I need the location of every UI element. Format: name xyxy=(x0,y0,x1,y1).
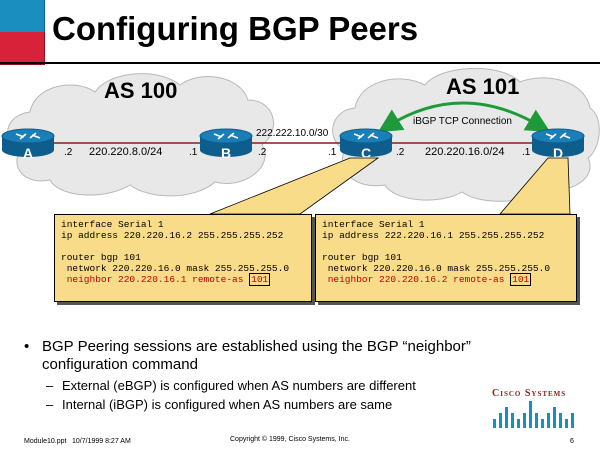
if-c-right: .2 xyxy=(396,147,405,158)
bgp-network-diagram: A B C D xyxy=(1,67,600,214)
header-rule xyxy=(0,62,600,64)
if-b-right: .2 xyxy=(258,147,267,158)
router-icon-a[interactable]: A xyxy=(1,128,55,161)
cloud-icon-as101 xyxy=(332,67,600,202)
double-arrow-icon xyxy=(377,101,551,133)
config-line: interface Serial 1 xyxy=(322,219,425,230)
footer-copyright: Copyright © 1999, Cisco Systems, Inc. xyxy=(230,436,350,443)
ibgp-label: iBGP TCP Connection xyxy=(413,116,512,127)
logo-text: Cisco Systems xyxy=(492,388,567,399)
cloud-icon-as100 xyxy=(7,73,274,197)
sub-bullet-ebgp: External (eBGP) is configured when AS nu… xyxy=(62,378,416,393)
slide-title: Configuring BGP Peers xyxy=(52,10,419,47)
router-label-a: A xyxy=(23,145,33,161)
net-bc: 222.222.10.0/30 xyxy=(256,128,329,139)
footer-file: Module10.ppt xyxy=(24,438,67,445)
router-label-b: B xyxy=(221,145,231,161)
if-b-left: .1 xyxy=(189,147,198,158)
logo-bars xyxy=(493,401,574,428)
config-line: network 220.220.16.0 mask 255.255.255.0 xyxy=(322,263,551,274)
footer-page-number: 6 xyxy=(570,438,574,445)
remote-as-value: 101 xyxy=(249,273,271,286)
router-icon-d[interactable]: D xyxy=(531,128,585,161)
config-line: router bgp 101 xyxy=(61,252,141,263)
config-line-neighbor: neighbor 220.220.16.1 remote-as xyxy=(61,274,250,285)
sub-bullet-ibgp: Internal (iBGP) is configured when AS nu… xyxy=(62,397,393,412)
callout-wedge-right xyxy=(499,157,571,214)
as-label-right: AS 101 xyxy=(446,74,520,99)
config-line: interface Serial 1 xyxy=(61,219,164,230)
bullet-dot: • xyxy=(24,338,30,355)
as-label-left: AS 100 xyxy=(104,78,178,103)
sub-dash: – xyxy=(46,378,54,393)
remote-as-value: 101 xyxy=(510,273,532,286)
if-d: .1 xyxy=(522,147,531,158)
footer-date: 10/7/1999 8:27 AM xyxy=(72,438,131,445)
if-c-left: .1 xyxy=(328,147,337,158)
net-cd: 220.220.16.0/24 xyxy=(425,146,505,158)
cisco-logo-icon: Cisco Systems xyxy=(492,388,582,434)
config-line: network 220.220.16.0 mask 255.255.255.0 xyxy=(61,263,290,274)
router-icon-b[interactable]: B xyxy=(199,128,253,161)
bullet-main: BGP Peering sessions are established usi… xyxy=(42,338,471,373)
callout-wedge-left xyxy=(209,157,380,214)
header-deco-red xyxy=(0,32,45,65)
config-line: router bgp 101 xyxy=(322,252,402,263)
sub-dash: – xyxy=(46,397,54,412)
config-line: ip address 222.220.16.1 255.255.255.252 xyxy=(322,230,545,241)
config-line: ip address 220.220.16.2 255.255.255.252 xyxy=(61,230,284,241)
router-icon-c[interactable]: C xyxy=(339,128,393,161)
if-a: .2 xyxy=(64,147,73,158)
router-label-c: C xyxy=(361,145,371,161)
router-label-d: D xyxy=(553,145,563,161)
net-ab: 220.220.8.0/24 xyxy=(89,146,163,158)
config-line-neighbor: neighbor 220.220.16.2 remote-as xyxy=(322,274,511,285)
header-deco-blue xyxy=(0,0,45,33)
